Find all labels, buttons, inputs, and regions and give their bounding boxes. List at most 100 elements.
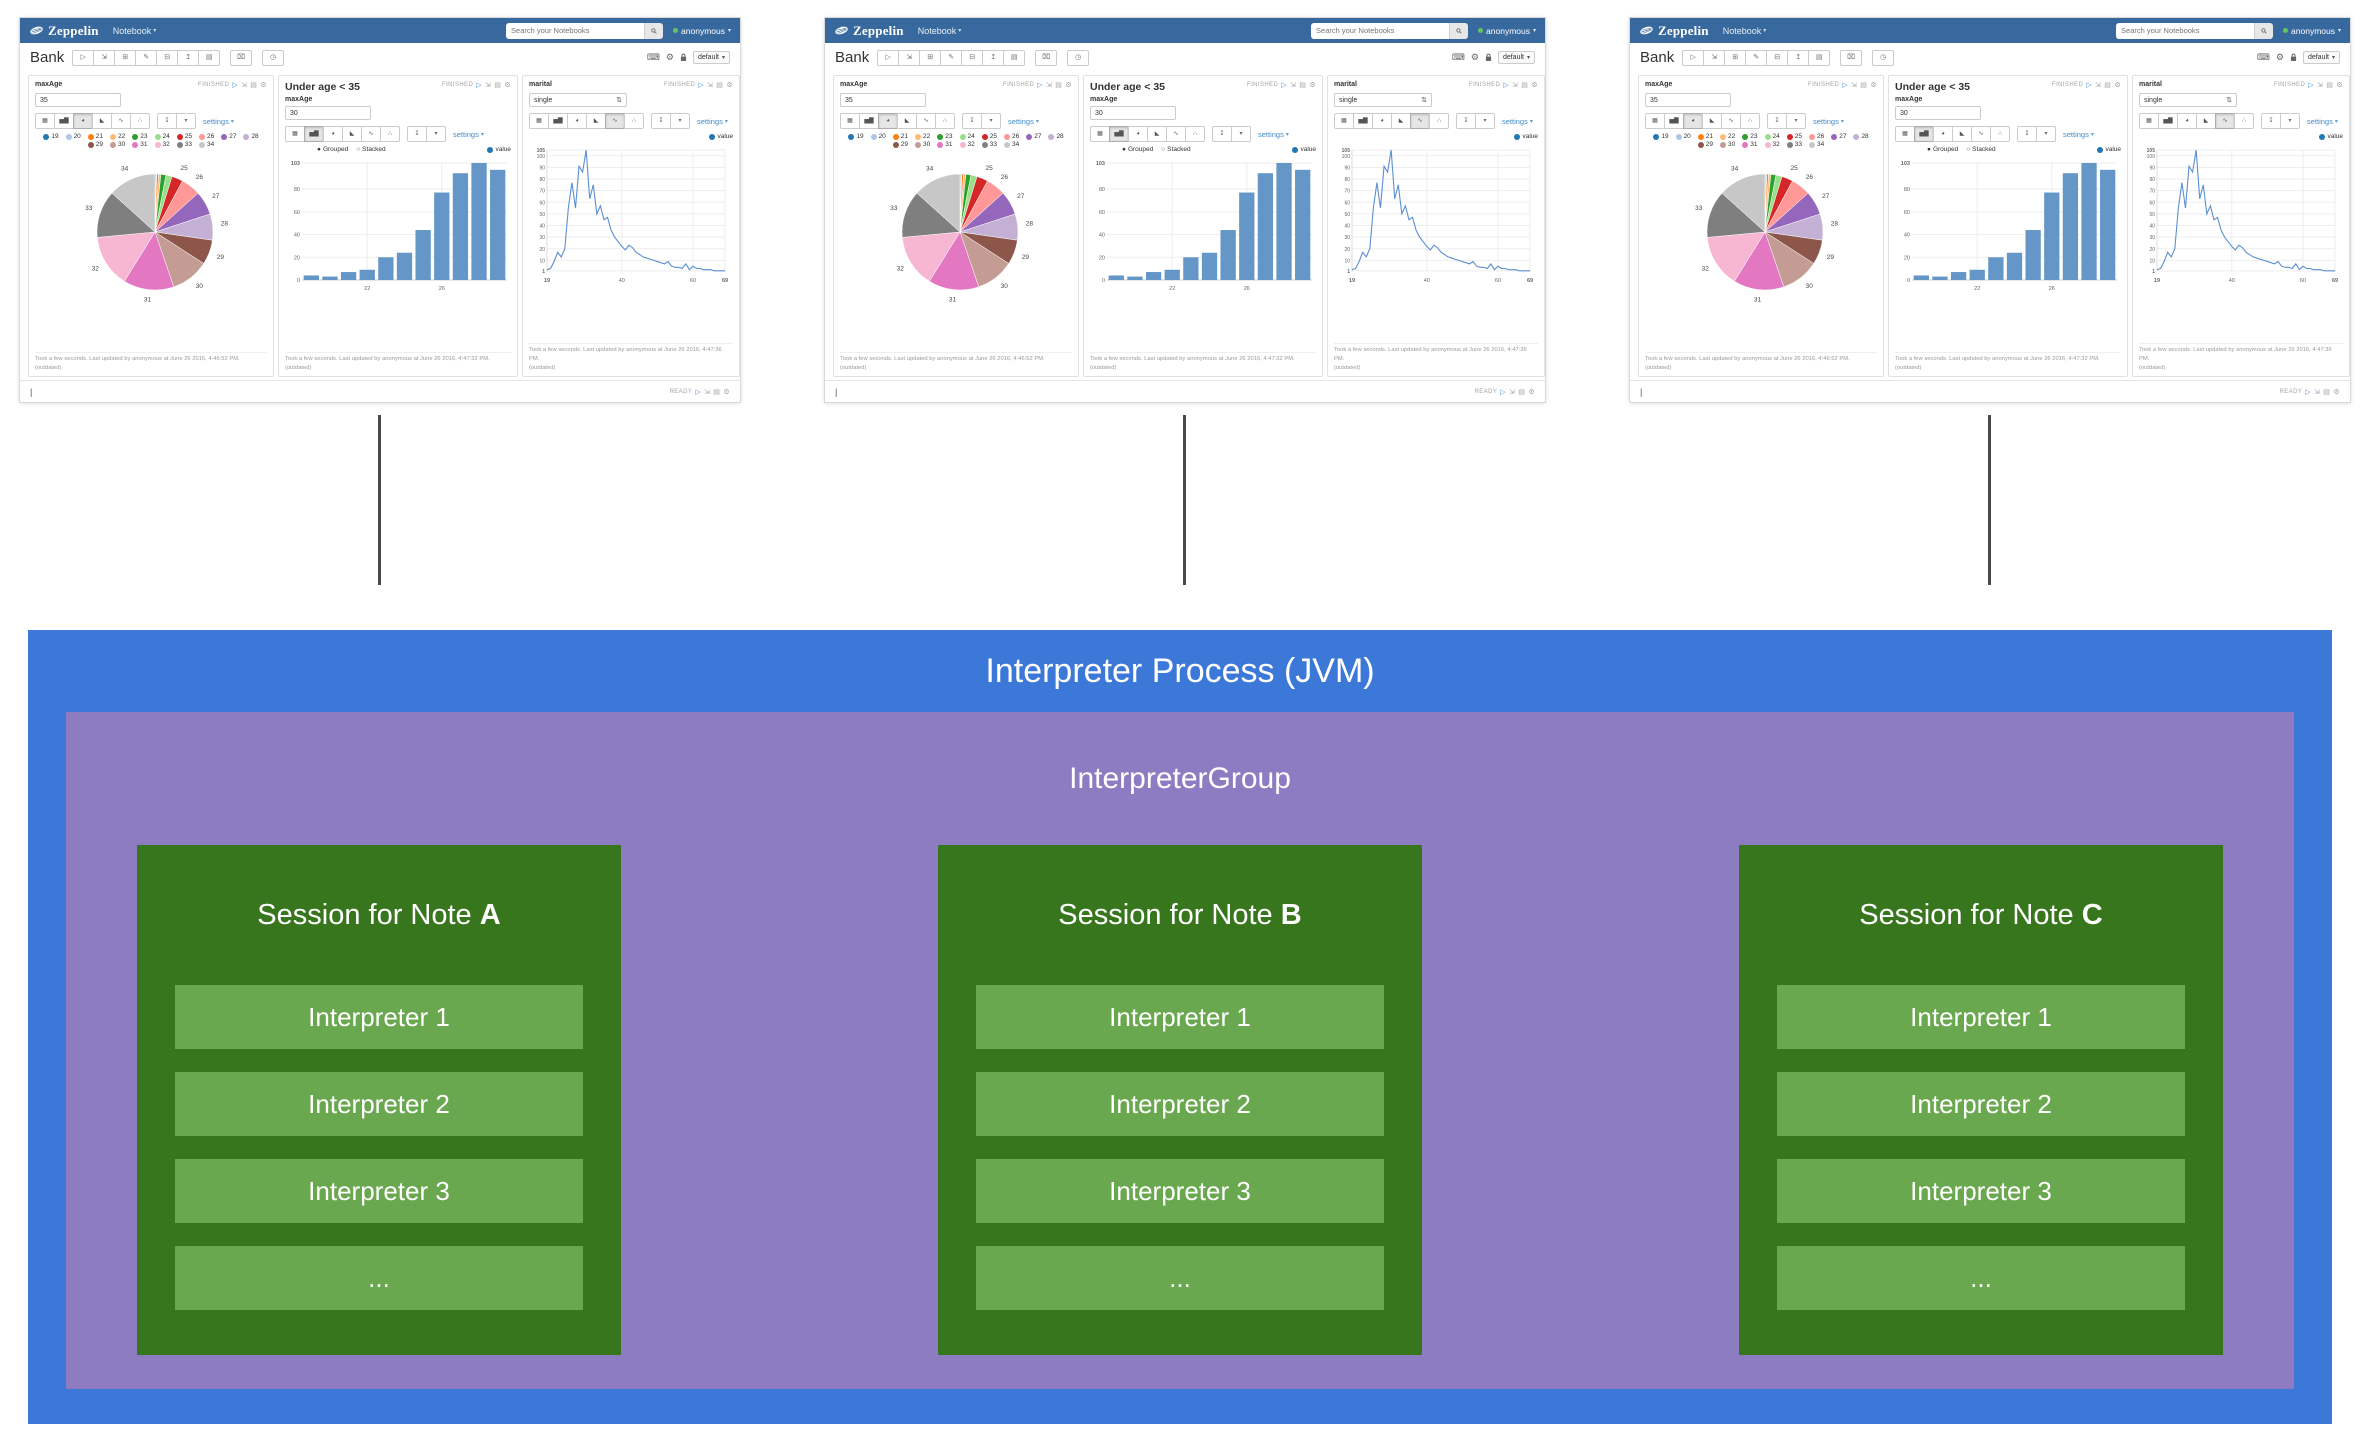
legend-item[interactable]: 26 <box>198 133 214 140</box>
chart-area-button[interactable]: ◣ <box>1391 113 1411 129</box>
search-input[interactable] <box>2116 22 2255 39</box>
download-caret-button[interactable]: ▾ <box>426 126 446 142</box>
gear-icon[interactable]: ⚙ <box>1309 82 1316 89</box>
chart-table-button[interactable]: ▦ <box>840 113 860 129</box>
user-menu[interactable]: anonymous▾ <box>673 26 731 36</box>
chart-scatter-button[interactable]: ∴ <box>2234 113 2254 129</box>
chart-pie-button[interactable]: ◕ <box>1372 113 1392 129</box>
book-icon[interactable]: ▤ <box>2323 388 2331 396</box>
run-all-button[interactable]: ▷ <box>877 49 900 66</box>
chart-line-button[interactable]: ∿ <box>1410 113 1430 129</box>
chart-area-button[interactable]: ◣ <box>2196 113 2216 129</box>
chart-area-button[interactable]: ◣ <box>92 113 112 129</box>
book-icon[interactable]: ▤ <box>1521 82 1529 89</box>
legend-item[interactable]: 21 <box>892 133 908 140</box>
shortcut-button[interactable]: ⌨ <box>647 52 660 63</box>
book-icon[interactable]: ▤ <box>2104 82 2112 89</box>
commit-note-button[interactable]: ▤ <box>1003 49 1026 66</box>
legend-item[interactable]: 19 <box>848 133 864 140</box>
scheduler-button[interactable]: ◷ <box>1872 49 1895 66</box>
chart-bar-button[interactable]: ▅▇ <box>1664 113 1684 129</box>
legend-item[interactable]: 25 <box>176 133 192 140</box>
show-hide-output-button[interactable]: ⊞ <box>919 49 942 66</box>
stacked-radio[interactable]: ○Stacked <box>1161 146 1191 153</box>
export-note-button[interactable]: ↥ <box>1787 49 1810 66</box>
gear-icon[interactable]: ⚙ <box>1870 82 1877 89</box>
gear-icon[interactable]: ⚙ <box>1065 82 1072 89</box>
expand-icon[interactable]: ⇲ <box>2314 388 2321 396</box>
legend-item[interactable]: 22 <box>110 133 125 140</box>
search-input[interactable] <box>1311 22 1450 39</box>
chart-pie-button[interactable]: ◕ <box>1683 113 1703 129</box>
config-button[interactable]: ⚙ <box>2276 52 2284 63</box>
legend-item[interactable]: 30 <box>110 141 125 148</box>
legend-item[interactable]: 25 <box>1786 133 1802 140</box>
gear-icon[interactable]: ⚙ <box>2114 82 2121 89</box>
play-icon[interactable]: ▷ <box>1503 82 1510 89</box>
legend-item[interactable]: 34 <box>198 141 214 148</box>
shortcut-button[interactable]: ⌨ <box>2257 52 2270 63</box>
chart-pie-button[interactable]: ◕ <box>1128 126 1148 142</box>
play-icon[interactable]: ▷ <box>695 388 702 396</box>
chart-line-button[interactable]: ∿ <box>1166 126 1186 142</box>
legend-item[interactable]: 32 <box>959 141 975 148</box>
chart-line-button[interactable]: ∿ <box>361 126 381 142</box>
legend-item[interactable]: 21 <box>1697 133 1713 140</box>
chart-pie-button[interactable]: ◕ <box>567 113 587 129</box>
expand-icon[interactable]: ⇲ <box>1046 82 1053 89</box>
clone-note-button[interactable]: ⊟ <box>156 49 179 66</box>
chart-table-button[interactable]: ▦ <box>529 113 549 129</box>
run-all-button[interactable]: ▷ <box>72 49 95 66</box>
book-icon[interactable]: ▤ <box>2326 82 2334 89</box>
delete-note-button[interactable]: ⌧ <box>1840 49 1863 66</box>
gear-icon[interactable]: ⚙ <box>2336 82 2343 89</box>
chart-pie-button[interactable]: ◕ <box>73 113 93 129</box>
book-icon[interactable]: ▤ <box>1518 388 1526 396</box>
marital-select[interactable]: single⇅ <box>1334 93 1432 107</box>
empty-paragraph[interactable]: | READY ▷ ⇲ ▤ ⚙ <box>20 380 740 402</box>
maxage-input[interactable]: 30 <box>285 106 371 120</box>
chart-scatter-button[interactable]: ∴ <box>1990 126 2010 142</box>
legend-item[interactable]: 32 <box>1764 141 1780 148</box>
notebook-menu[interactable]: Notebook▾ <box>1722 25 1767 36</box>
book-icon[interactable]: ▤ <box>713 388 721 396</box>
empty-paragraph[interactable]: | READY ▷ ⇲ ▤ ⚙ <box>1630 380 2350 402</box>
legend-item[interactable]: 19 <box>1653 133 1669 140</box>
notebook-menu[interactable]: Notebook▾ <box>112 25 157 36</box>
interpreter-binding-button[interactable]: default▾ <box>692 51 730 64</box>
chart-scatter-button[interactable]: ∴ <box>935 113 955 129</box>
download-button[interactable]: ↧ <box>1767 113 1787 129</box>
chart-scatter-button[interactable]: ∴ <box>624 113 644 129</box>
show-hide-code-button[interactable]: ⇲ <box>898 49 921 66</box>
run-all-button[interactable]: ▷ <box>1682 49 1705 66</box>
play-icon[interactable]: ▷ <box>232 82 239 89</box>
legend-item[interactable]: 26 <box>1003 133 1019 140</box>
legend-item[interactable]: 24 <box>959 133 975 140</box>
maxage-input[interactable]: 35 <box>840 93 926 107</box>
grouped-radio[interactable]: ●Grouped <box>1122 146 1154 153</box>
legend-item[interactable]: 27 <box>1026 133 1041 140</box>
clear-output-button[interactable]: ✎ <box>1745 49 1768 66</box>
search-button[interactable] <box>644 22 664 39</box>
legend-item[interactable]: 21 <box>87 133 103 140</box>
legend-item[interactable]: 33 <box>981 141 997 148</box>
expand-icon[interactable]: ⇲ <box>485 82 492 89</box>
commit-note-button[interactable]: ▤ <box>198 49 221 66</box>
download-caret-button[interactable]: ▾ <box>1786 113 1806 129</box>
lock-icon[interactable] <box>680 53 687 62</box>
chart-area-button[interactable]: ◣ <box>1952 126 1972 142</box>
download-button[interactable]: ↧ <box>1456 113 1476 129</box>
grouped-radio[interactable]: ●Grouped <box>1927 146 1959 153</box>
legend-item[interactable]: 23 <box>132 133 148 140</box>
scheduler-button[interactable]: ◷ <box>1067 49 1090 66</box>
stacked-radio[interactable]: ○Stacked <box>356 146 386 153</box>
chart-pie-button[interactable]: ◕ <box>2177 113 2197 129</box>
notebook-menu[interactable]: Notebook▾ <box>917 25 962 36</box>
series-legend[interactable]: value <box>2139 133 2343 140</box>
legend-item[interactable]: 28 <box>1048 133 1064 140</box>
settings-link[interactable]: settings▾ <box>453 129 484 139</box>
download-button[interactable]: ↧ <box>2017 126 2037 142</box>
series-legend[interactable]: value <box>2097 146 2121 153</box>
expand-icon[interactable]: ⇲ <box>1851 82 1858 89</box>
legend-item[interactable]: 30 <box>915 141 930 148</box>
